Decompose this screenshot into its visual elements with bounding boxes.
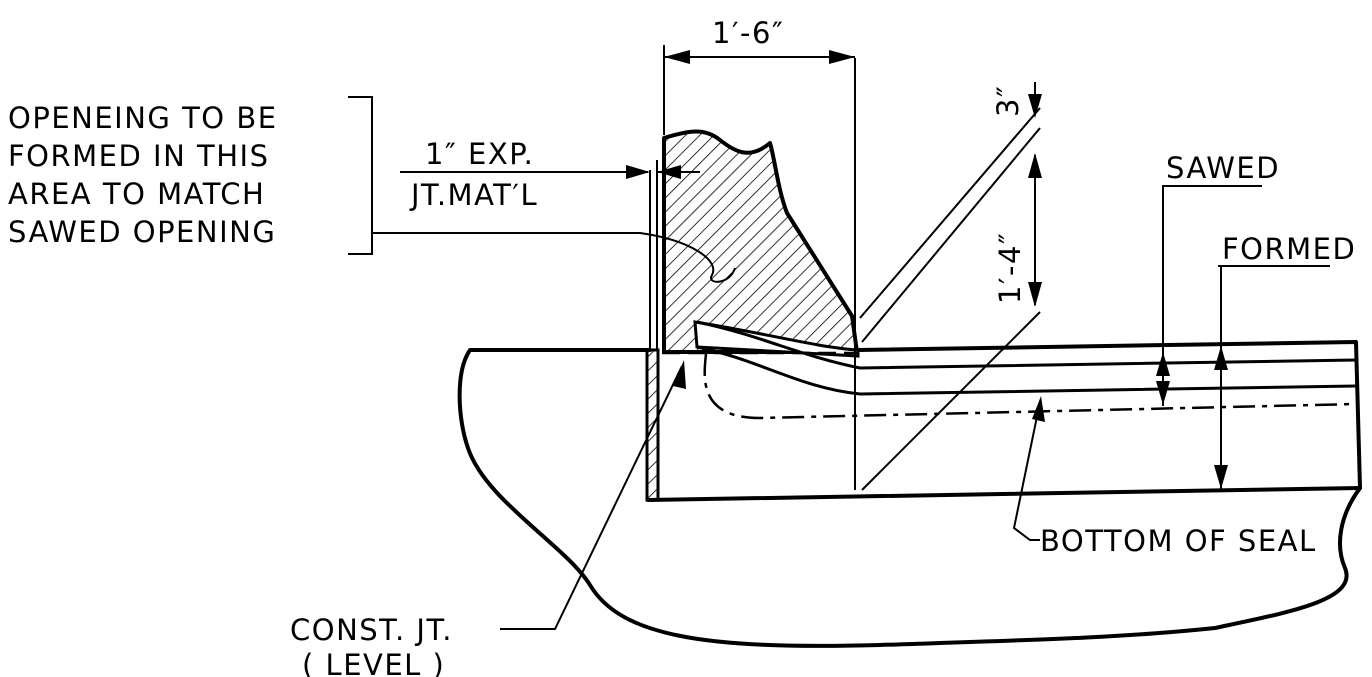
slab-bottom-line bbox=[646, 486, 1362, 502]
bottom-of-seal-dashed bbox=[703, 353, 1357, 420]
opening-note-line3: AREA TO MATCH bbox=[8, 177, 265, 211]
const-joint-level-label: ( LEVEL ) bbox=[302, 648, 445, 677]
const-joint-label: CONST. JT. bbox=[290, 613, 453, 647]
exp-joint-arrow-left bbox=[626, 165, 650, 179]
exp-joint-label-line2: JT.MAT′L bbox=[409, 178, 538, 212]
skew-line-bottom bbox=[861, 311, 1041, 491]
dim-3in-label: 3″ bbox=[991, 85, 1025, 117]
opening-note-leader bbox=[372, 232, 736, 283]
sawed-arrow-bottom bbox=[1156, 381, 1170, 405]
dim-width-label: 1′-6″ bbox=[712, 16, 784, 50]
const-joint-leader bbox=[500, 365, 683, 630]
dim-1-4-arrow-bottom bbox=[1028, 282, 1042, 307]
exp-joint-label-line1: 1″ EXP. bbox=[425, 137, 534, 171]
dim-width-arrow-right bbox=[829, 50, 855, 64]
opening-note-line2: FORMED IN THIS bbox=[8, 139, 270, 173]
seal-groove-upper bbox=[696, 320, 1357, 370]
bottom-of-seal-leader bbox=[1012, 401, 1041, 541]
skew-line-upper bbox=[859, 107, 1041, 319]
sawed-label: SAWED bbox=[1166, 151, 1280, 185]
opening-note-line4: SAWED OPENING bbox=[8, 215, 276, 249]
formed-label: FORMED bbox=[1222, 232, 1356, 266]
sawed-arrow-top bbox=[1156, 352, 1170, 376]
dim-1-4-label: 1′-4″ bbox=[993, 232, 1027, 304]
dim-1-4-arrow-top bbox=[1028, 153, 1042, 178]
bottom-of-seal-arrow bbox=[1032, 396, 1045, 422]
skew-line-top bbox=[861, 127, 1041, 343]
const-joint-arrow bbox=[673, 360, 686, 389]
bottom-of-seal-label: BOTTOM OF SEAL bbox=[1040, 524, 1317, 558]
slab-break-outline bbox=[457, 340, 1362, 648]
formed-arrow-bottom bbox=[1214, 465, 1228, 489]
curb-section bbox=[662, 129, 859, 354]
exp-joint-arrow-right bbox=[657, 165, 681, 179]
opening-note-line1: OPENEING TO BE bbox=[8, 101, 278, 135]
formed-arrow-top bbox=[1214, 346, 1228, 370]
dim-width-arrow-left bbox=[664, 50, 690, 64]
dim-3in-arrow bbox=[1028, 94, 1042, 118]
opening-note-bracket bbox=[348, 96, 373, 255]
